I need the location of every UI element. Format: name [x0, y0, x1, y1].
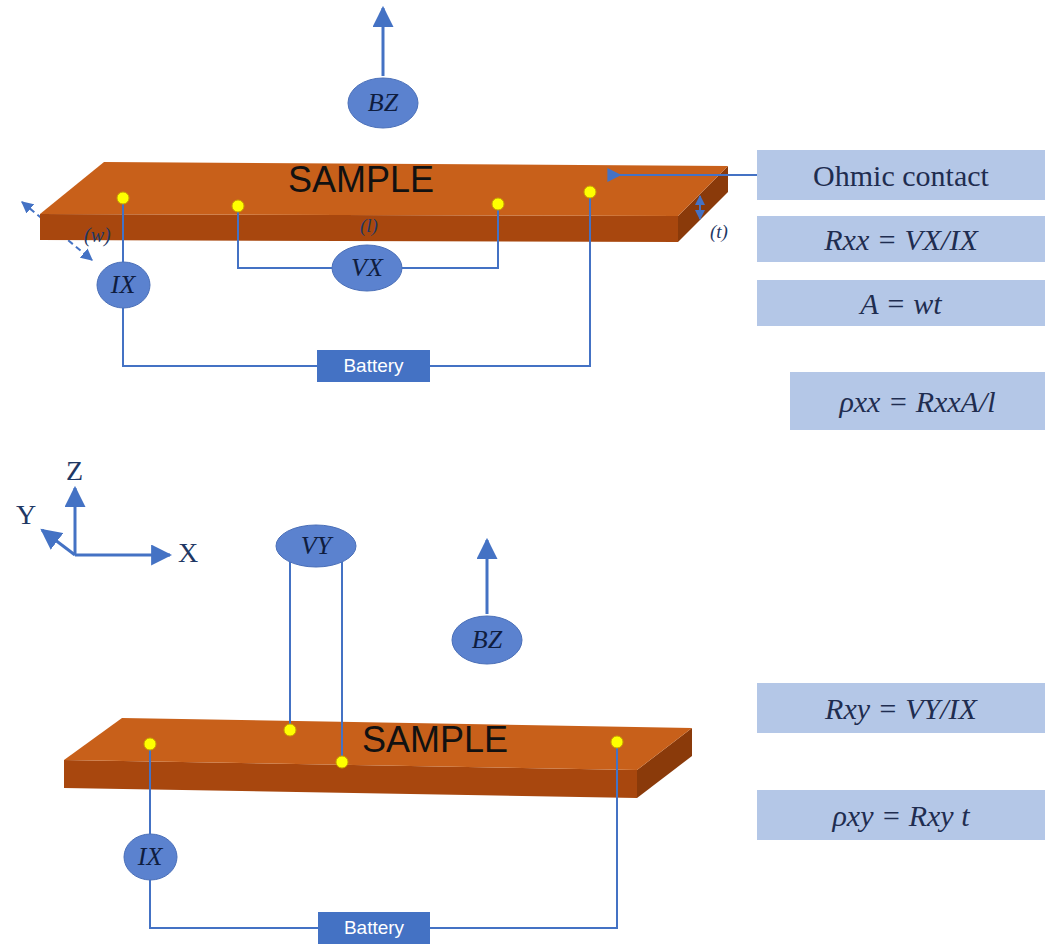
x-axis	[75, 554, 170, 557]
wire	[149, 744, 151, 834]
node-label: BZ	[472, 626, 502, 655]
ohmic-contact	[584, 186, 596, 198]
field-arrow	[486, 540, 489, 614]
y-axis	[42, 530, 75, 555]
node-label: Battery	[344, 918, 404, 939]
formula-text: ρxy = Rxy t	[832, 799, 969, 832]
node-label: VX	[351, 254, 383, 283]
formula-box: A = wt	[757, 280, 1045, 326]
wire	[122, 198, 124, 262]
node-label: IX	[138, 843, 163, 872]
formula-box: ρxx = RxxA/l	[790, 372, 1045, 430]
meter-circle: IX	[97, 262, 150, 308]
formula-box: Rxx = VX/IX	[757, 216, 1045, 262]
ohmic-contact	[144, 738, 156, 750]
slab-top	[40, 162, 728, 216]
sample-label: SAMPLE	[362, 722, 508, 758]
ohmic-contact	[117, 192, 129, 204]
meter-circle: BZ	[348, 78, 418, 128]
meter-ellipse	[452, 616, 522, 664]
formula-box: ρxy = Rxy t	[757, 790, 1045, 840]
meter-ellipse	[332, 245, 402, 291]
field-arrow	[382, 8, 385, 76]
battery-box: Battery	[317, 350, 430, 382]
wire	[430, 192, 590, 366]
dimension-label: (l)	[360, 216, 378, 237]
formula-text: ρxx = RxxA/l	[839, 385, 995, 418]
ohmic-contact	[284, 724, 296, 736]
formula-text: A = wt	[860, 287, 941, 320]
formula-text: Rxy = VY/IX	[825, 692, 977, 725]
axis-label: Y	[16, 500, 36, 531]
meter-circle: VX	[332, 245, 402, 291]
node-label: BZ	[368, 89, 398, 118]
pointer-arrow	[620, 174, 757, 176]
wire	[238, 206, 332, 268]
dimension-label: (t)	[710, 222, 728, 243]
node-label: VY	[301, 532, 331, 561]
ohmic-contact	[492, 198, 504, 210]
meter-ellipse	[97, 262, 150, 308]
wire	[402, 204, 498, 268]
formula-box: Rxy = VY/IX	[757, 683, 1045, 733]
formula-box: Ohmic contact	[757, 150, 1045, 200]
dimension-label: (w)	[84, 224, 111, 246]
battery-box: Battery	[318, 912, 430, 944]
meter-circle: IX	[124, 834, 177, 880]
wire	[341, 562, 343, 762]
ohmic-contact	[336, 756, 348, 768]
wire	[150, 880, 318, 928]
node-label: IX	[111, 271, 136, 300]
wire	[430, 742, 617, 928]
wire	[123, 308, 317, 366]
wire	[289, 562, 291, 730]
ohmic-contact	[611, 736, 623, 748]
thickness-dimension	[699, 196, 701, 219]
node-label: Battery	[343, 356, 403, 377]
formula-text: Rxx = VX/IX	[824, 223, 978, 256]
meter-ellipse	[124, 834, 177, 880]
ohmic-contact	[232, 200, 244, 212]
slab-front	[40, 214, 678, 242]
meter-circle: VY	[276, 525, 356, 567]
sample-label: SAMPLE	[288, 162, 434, 198]
meter-ellipse	[348, 78, 418, 128]
formula-text: Ohmic contact	[813, 159, 989, 192]
meter-ellipse	[276, 525, 356, 567]
z-axis	[74, 488, 77, 555]
axis-label: X	[178, 538, 198, 569]
meter-circle: BZ	[452, 616, 522, 664]
axis-label: Z	[66, 456, 83, 487]
sample-slab: SAMPLE	[62, 712, 702, 808]
slab-top	[64, 718, 692, 770]
sample-slab: SAMPLE	[38, 158, 738, 250]
